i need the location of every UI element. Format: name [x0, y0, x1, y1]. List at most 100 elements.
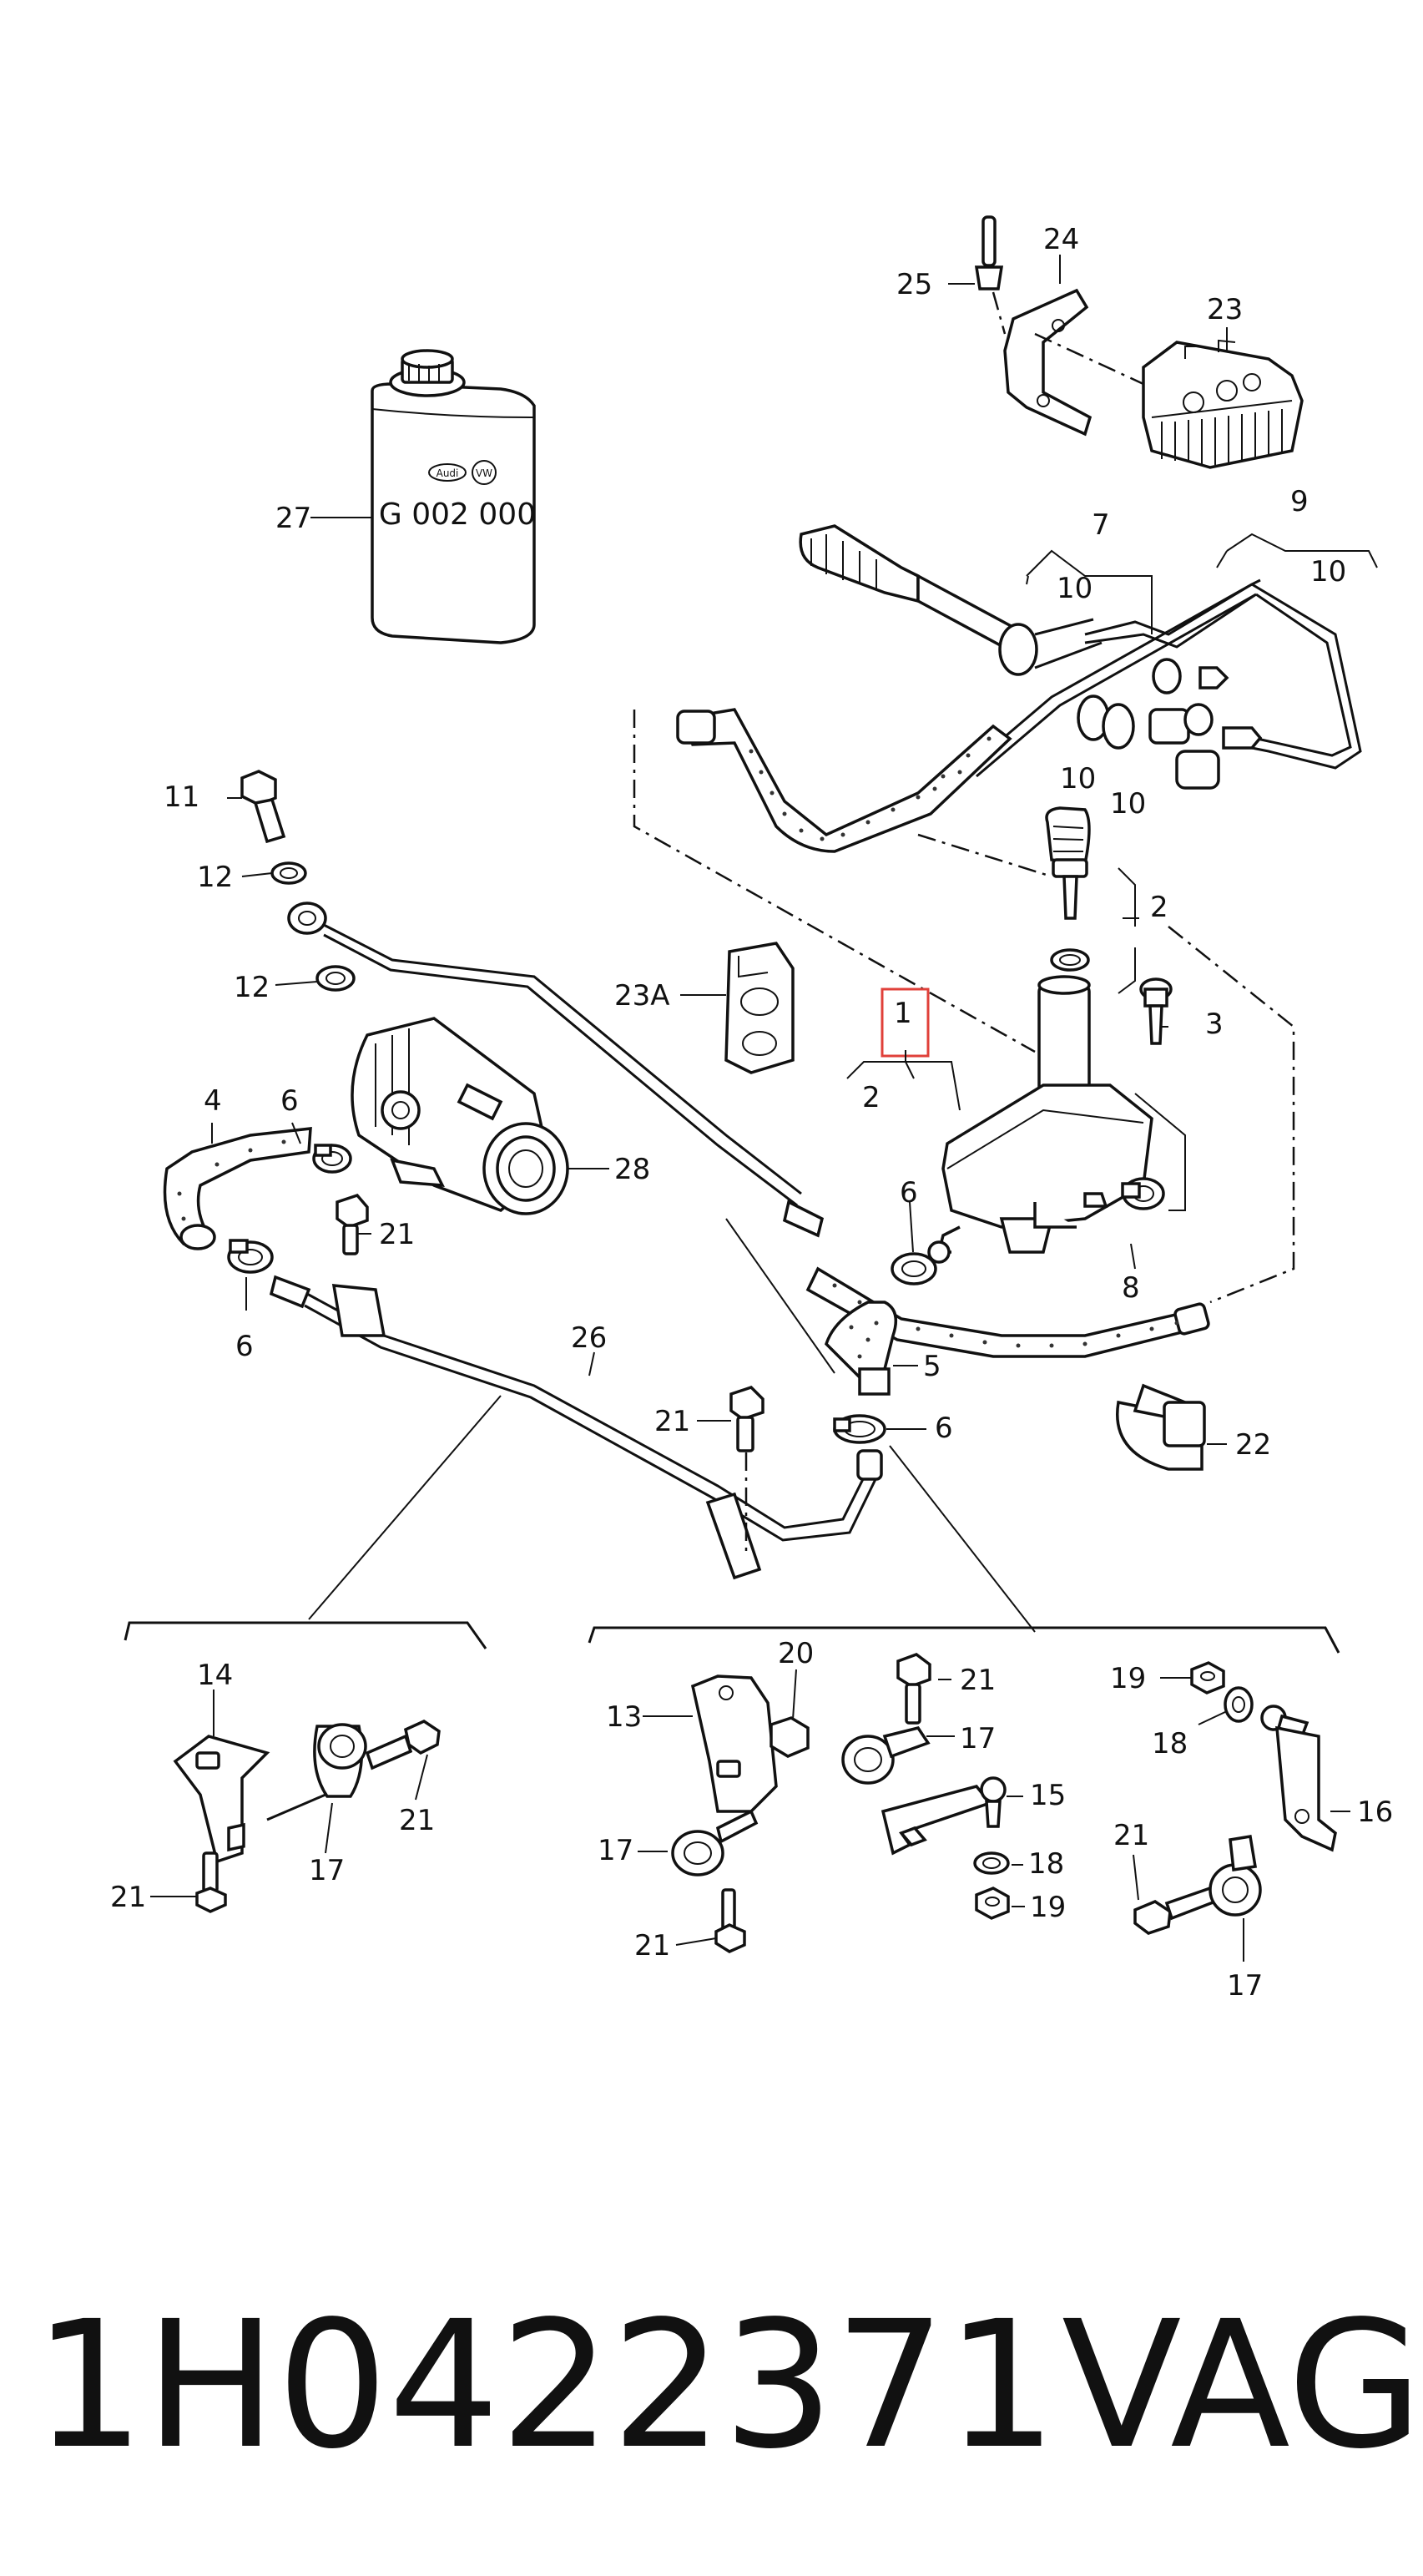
washer-18-mid: [973, 1851, 1010, 1875]
part-number: 1H0422371: [33, 2283, 1057, 2488]
callout-28: 28: [614, 1153, 650, 1186]
callout-12-lower: 12: [234, 971, 270, 1004]
callout-17-left: 17: [309, 1854, 345, 1887]
screw-25: [974, 215, 1004, 290]
clip-22: [1116, 1383, 1206, 1471]
callout-2-reservoir: 2: [862, 1081, 881, 1114]
bush-17-mid: [841, 1726, 931, 1785]
can-label: G 002 000: [379, 498, 536, 532]
callout-15: 15: [1030, 1779, 1066, 1812]
bolt-21-mid-top: [896, 1653, 931, 1725]
callout-2-cap: 2: [1150, 891, 1168, 924]
callout-4: 4: [204, 1084, 222, 1118]
callout-6-left-upper: 6: [280, 1084, 299, 1118]
supply-hose: [676, 708, 1012, 853]
cap-2: [1045, 806, 1091, 972]
bolt-21-bl: [195, 1851, 227, 1913]
bolt-21-line: [729, 1385, 764, 1452]
callout-12-upper: 12: [197, 861, 233, 894]
callout-21-cylinder: 21: [379, 1218, 415, 1251]
relay-block-23: [1142, 339, 1304, 469]
callout-22: 22: [1235, 1428, 1271, 1462]
clamp-6-lower: [833, 1414, 886, 1444]
callout-7: 7: [1092, 508, 1110, 542]
callout-17-mid-left: 17: [598, 1834, 633, 1867]
clamp-8: [1121, 1177, 1165, 1210]
pressure-line: [287, 902, 825, 1238]
bolt-21-right: [1133, 1886, 1218, 1935]
nut-19-right: [1190, 1661, 1225, 1695]
callout-18-right: 18: [1152, 1727, 1188, 1760]
can-logo-audi: Audi: [436, 467, 459, 479]
cylinder-28: [351, 1017, 569, 1215]
bolt-21-mid: [336, 1193, 369, 1255]
callout-leaders: [150, 255, 1378, 1962]
clamp-6-upper: [891, 1252, 937, 1285]
bolt-11: [240, 770, 286, 844]
retainer-23A: [724, 942, 795, 1074]
callout-23: 23: [1207, 293, 1243, 326]
callout-17-mid: 17: [960, 1722, 996, 1755]
bolt-21-ml: [714, 1888, 746, 1953]
audi-logo-icon: [428, 463, 467, 482]
callout-14: 14: [197, 1659, 233, 1692]
callout-5: 5: [923, 1350, 941, 1383]
callout-10-union-a: 10: [1060, 762, 1096, 796]
callout-21-ml: 21: [634, 1929, 670, 1962]
brand: VAG: [1062, 2283, 1423, 2488]
nut-20: [770, 1716, 810, 1758]
callout-17-right: 17: [1227, 1969, 1263, 2003]
callout-10-union-b: 10: [1110, 787, 1146, 821]
callout-27: 27: [275, 502, 311, 535]
callout-26: 26: [571, 1321, 607, 1355]
callout-21-bl: 21: [110, 1881, 146, 1914]
callout-21-right: 21: [1113, 1819, 1149, 1852]
callout-21-mid-top: 21: [960, 1664, 996, 1697]
callout-10-pipe9: 10: [1310, 555, 1346, 588]
vw-logo-icon: [472, 460, 497, 485]
callout-1: 1: [894, 997, 912, 1030]
bracket-13: [690, 1674, 778, 1813]
screw-3: [1139, 977, 1173, 1045]
callout-13: 13: [606, 1700, 642, 1734]
bush-17-mid-left: [671, 1809, 759, 1876]
callout-24: 24: [1043, 223, 1079, 256]
callout-10-pipe7: 10: [1057, 572, 1092, 605]
callout-numbers: 1 2 2 3 4 5 6 6 6 6 7 8 9 10 10 10 10 11…: [110, 223, 1393, 2003]
bracket-15: [881, 1776, 1007, 1856]
bolt-21-br: [365, 1720, 441, 1770]
callout-6-left-lower: 6: [235, 1330, 254, 1363]
hose-4: [163, 1127, 312, 1250]
bracket-24: [1003, 288, 1092, 437]
callout-21-br: 21: [399, 1804, 435, 1837]
callout-3: 3: [1205, 1008, 1224, 1041]
clamp-6-left-lower: [227, 1239, 274, 1274]
bracket-16: [1275, 1725, 1337, 1852]
callout-19-right: 19: [1110, 1662, 1146, 1695]
can-logo-vw: VW: [476, 467, 492, 479]
bush-17-bl: [266, 1723, 367, 1821]
washer-12-upper: [270, 861, 307, 885]
washer-18-right: [1224, 1686, 1254, 1723]
line-26: [269, 1275, 883, 1580]
hose-5: [824, 1301, 898, 1396]
callout-25: 25: [896, 268, 932, 301]
pipes-upper: [799, 524, 1362, 790]
callout-6-reservoir: 6: [900, 1176, 918, 1210]
callout-8: 8: [1122, 1271, 1140, 1305]
fluid-can-27: Audi VW G 002 000: [371, 349, 536, 644]
callout-18-mid: 18: [1028, 1847, 1064, 1881]
reservoir-1: [927, 975, 1153, 1264]
callout-23A: 23A: [614, 979, 670, 1013]
callout-21-line: 21: [654, 1405, 690, 1438]
washer-12-lower: [315, 965, 356, 992]
bush-17-right: [1209, 1834, 1262, 1917]
bracket-14: [173, 1735, 270, 1864]
callout-11: 11: [164, 780, 199, 814]
callout-6-lower: 6: [935, 1412, 953, 1445]
nut-19-mid: [975, 1887, 1010, 1920]
callout-20: 20: [778, 1637, 814, 1670]
clamp-6-left-upper: [312, 1144, 352, 1174]
callout-19-mid: 19: [1030, 1891, 1066, 1924]
